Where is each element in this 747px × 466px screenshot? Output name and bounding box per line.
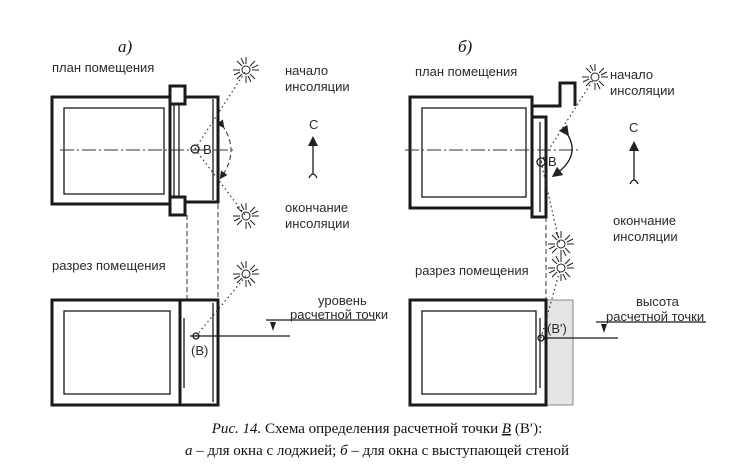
panel-a-end-label-2: инсоляции	[285, 216, 350, 231]
panel-b-angle-arc	[551, 124, 573, 178]
panel-b-end-ray	[540, 161, 561, 246]
panel-a-level-marker	[270, 322, 276, 331]
panel-a-point-b	[190, 144, 200, 154]
north-arrow-icon: С	[629, 120, 639, 185]
sun-icon	[547, 254, 575, 282]
panel-b-height-marker	[601, 324, 607, 333]
svg-text:С: С	[629, 120, 638, 135]
panel-a-section-point-label: (В)	[191, 343, 208, 358]
panel-a-plan-title: план помещения	[52, 60, 154, 75]
caption-line-1: Рис. 14. Схема определения расчетной точ…	[211, 421, 543, 437]
panel-a-section-ray	[195, 275, 247, 337]
panel-a-level-label-2: расчетной точки	[290, 307, 388, 322]
panel-b-section-room	[408, 298, 574, 407]
panel-a-point-label: В	[203, 142, 212, 157]
panel-a-label: а)	[118, 37, 133, 56]
sun-icon	[232, 202, 260, 230]
panel-b-section-ray	[540, 269, 561, 339]
sun-icon	[232, 56, 260, 84]
sun-icon	[581, 63, 609, 91]
panel-a-section-title: разрез помещения	[52, 258, 166, 273]
panel-a-section-point	[192, 332, 200, 340]
panel-a-end-ray	[194, 148, 246, 216]
panel-b-point-label: В	[548, 154, 557, 169]
north-arrow-icon: С	[308, 117, 318, 179]
panel-b-height-label-2: расчетной точки	[606, 309, 704, 324]
panel-a-end-label-1: окончание	[285, 200, 348, 215]
caption-line-2: а – для окна с лоджией; б – для окна с в…	[185, 443, 569, 459]
panel-b-start-label-2: инсоляции	[610, 83, 675, 98]
svg-text:С: С	[309, 117, 318, 132]
panel-b-plan-room	[405, 81, 580, 219]
panel-a-level-label-1: уровень	[318, 293, 367, 308]
panel-b-end-label-2: инсоляции	[613, 229, 678, 244]
panel-a-plan-room	[50, 84, 235, 217]
panel-a-section-room	[50, 298, 220, 407]
panel-b-section-title: разрез помещения	[415, 263, 529, 278]
panel-a-start-label-1: начало	[285, 63, 328, 78]
panel-b-height-label-1: высота	[636, 294, 680, 309]
panel-b-label: б)	[458, 37, 473, 56]
panel-b-end-label-1: окончание	[613, 213, 676, 228]
sun-icon	[232, 260, 260, 288]
panel-a-start-ray	[194, 71, 246, 150]
sun-icon	[547, 230, 575, 258]
panel-b-point-b	[536, 157, 546, 167]
panel-b-start-label-1: начало	[610, 67, 653, 82]
panel-b-plan-title: план помещения	[415, 64, 517, 79]
panel-b-section-point-label: (В')	[547, 321, 567, 336]
panel-a-start-label-2: инсоляции	[285, 79, 350, 94]
panel-a-angle-arc	[216, 119, 232, 180]
